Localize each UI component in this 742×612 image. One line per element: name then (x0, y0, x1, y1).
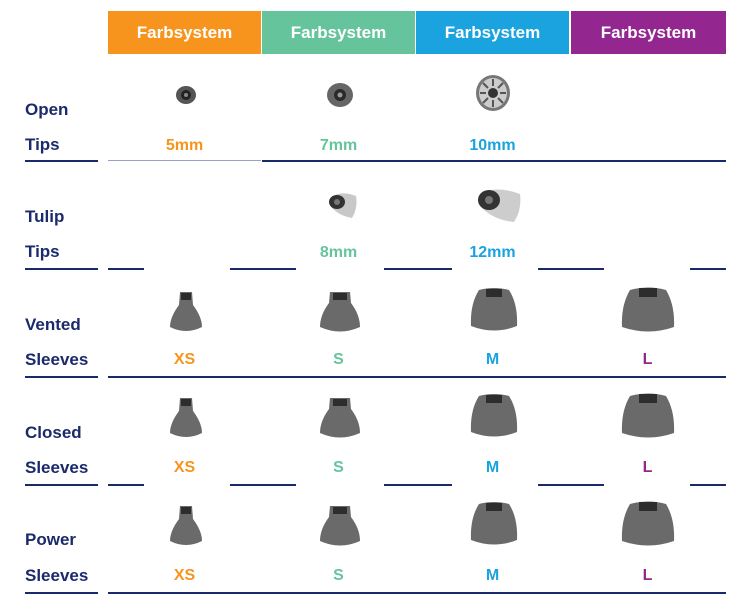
sleeve-m-icon (470, 502, 518, 545)
row-divider (25, 592, 98, 594)
sleeve-l-icon (621, 393, 675, 438)
tulip-tip-12mm-icon (478, 189, 521, 222)
header-label: Farbsystem (600, 22, 697, 42)
header-label: Farbsystem (444, 22, 541, 42)
row-power-sleeves-label1: Power (25, 530, 77, 549)
row-divider (690, 268, 726, 270)
row-divider (25, 376, 98, 378)
row-divider (230, 484, 296, 486)
open-tip-10mm-icon (476, 75, 510, 111)
size-label: 5mm (165, 137, 204, 154)
row-vented-sleeves-label2: Sleeves (25, 350, 89, 369)
row-divider (25, 160, 98, 162)
row-divider (690, 484, 726, 486)
header-green: Farbsystem (262, 11, 415, 54)
size-label: S (333, 567, 344, 584)
size-label: L (642, 351, 653, 368)
row-divider (108, 484, 144, 486)
row-vented-sleeves-label1: Vented (25, 315, 81, 334)
size-label: XS (173, 459, 196, 476)
row-tulip-tips-label1: Tulip (25, 207, 65, 226)
size-label: S (333, 351, 344, 368)
size-label: XS (173, 351, 196, 368)
size-label: M (485, 459, 500, 476)
sleeve-s-icon (320, 292, 360, 332)
sleeve-m-icon (470, 288, 518, 331)
row-divider (108, 592, 726, 594)
row-closed-sleeves-label2: Sleeves (25, 458, 89, 477)
row-power-sleeves-label2: Sleeves (25, 566, 89, 585)
open-tip-5mm-icon (176, 86, 196, 104)
sleeve-s-icon (320, 506, 360, 546)
header-purple: Farbsystem (571, 11, 726, 54)
row-divider (108, 268, 144, 270)
sleeve-m-icon (470, 394, 518, 437)
row-tulip-tips-label2: Tips (25, 242, 60, 261)
size-label: M (485, 351, 500, 368)
row-divider (538, 484, 604, 486)
size-label: L (642, 459, 653, 476)
header-label: Farbsystem (136, 22, 233, 42)
tulip-tip-8mm-icon (329, 193, 357, 218)
size-label: 12mm (469, 244, 516, 261)
row-divider (108, 376, 726, 378)
sleeve-s-icon (320, 398, 360, 438)
sleeve-xs-icon (170, 398, 202, 437)
row-divider (538, 268, 604, 270)
sleeve-xs-icon (170, 292, 202, 331)
sleeve-xs-icon (170, 506, 202, 545)
size-label: S (333, 459, 344, 476)
size-label: L (642, 567, 653, 584)
size-label: 7mm (319, 137, 358, 154)
sleeve-l-icon (621, 501, 675, 546)
size-label: 8mm (319, 244, 358, 261)
row-divider (262, 160, 726, 162)
row-open-tips-label2: Tips (25, 135, 60, 154)
header-orange: Farbsystem (108, 11, 261, 54)
open-tip-7mm-icon (327, 83, 353, 107)
row-divider (25, 484, 98, 486)
row-divider (384, 484, 452, 486)
header-label: Farbsystem (290, 22, 387, 42)
row-divider (230, 268, 296, 270)
row-divider (25, 268, 98, 270)
row-open-tips-label1: Open (25, 100, 69, 119)
size-label: XS (173, 567, 196, 584)
size-label: M (485, 567, 500, 584)
row-divider (384, 268, 452, 270)
row-divider (108, 160, 261, 161)
header-blue: Farbsystem (416, 11, 569, 54)
row-closed-sleeves-label1: Closed (25, 423, 82, 442)
size-label: 10mm (469, 137, 516, 154)
sleeve-l-icon (621, 287, 675, 332)
